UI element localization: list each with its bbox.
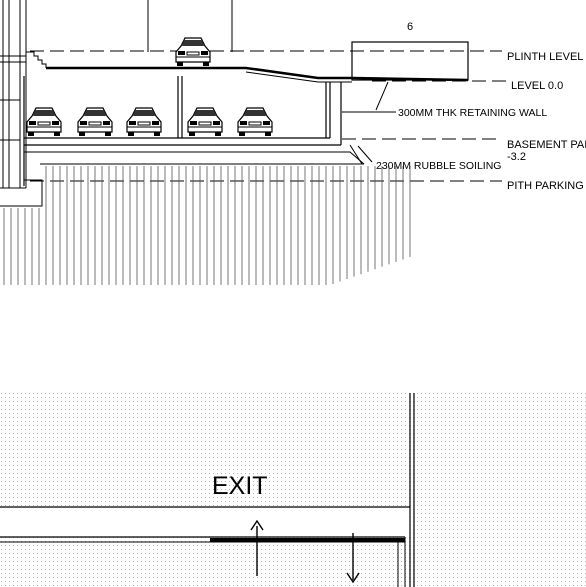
pith-parking-label: PITH PARKING — [507, 180, 584, 192]
plan-dotted-fill — [0, 393, 586, 587]
exit-label: EXIT — [212, 472, 268, 500]
grid-number: 6 — [407, 21, 413, 33]
section-labels: 6 PLINTH LEVEL LEVEL 0.0 300MM THK RETAI… — [376, 21, 586, 192]
stair-steps — [26, 51, 47, 68]
basement-car — [126, 107, 162, 137]
retaining-wall-label: 300MM THK RETAINING WALL — [398, 107, 547, 119]
plan-drawing: EXIT — [0, 393, 586, 587]
grid-6-block — [351, 41, 469, 81]
basement-car — [187, 107, 223, 137]
section-drawing — [0, 0, 506, 285]
basement-structure — [0, 76, 365, 207]
ramp-car — [175, 37, 211, 67]
basement-car — [237, 107, 273, 137]
basement-level-label: BASEMENT PAI — [507, 139, 586, 151]
earth-hatching — [3, 166, 411, 285]
basement-car — [26, 107, 62, 137]
cars — [26, 37, 273, 137]
basement-level-value: -3.2 — [507, 151, 526, 163]
left-building-edge — [0, 0, 27, 189]
rubble-soiling-label: 230MM RUBBLE SOILING — [376, 160, 501, 172]
basement-car — [77, 107, 113, 137]
rubble-leader — [357, 145, 373, 163]
plinth-level-label: PLINTH LEVEL — [507, 51, 583, 63]
ground-level-label: LEVEL 0.0 — [511, 80, 563, 92]
ground-slab — [46, 66, 469, 82]
level-datum-lines — [30, 50, 506, 182]
